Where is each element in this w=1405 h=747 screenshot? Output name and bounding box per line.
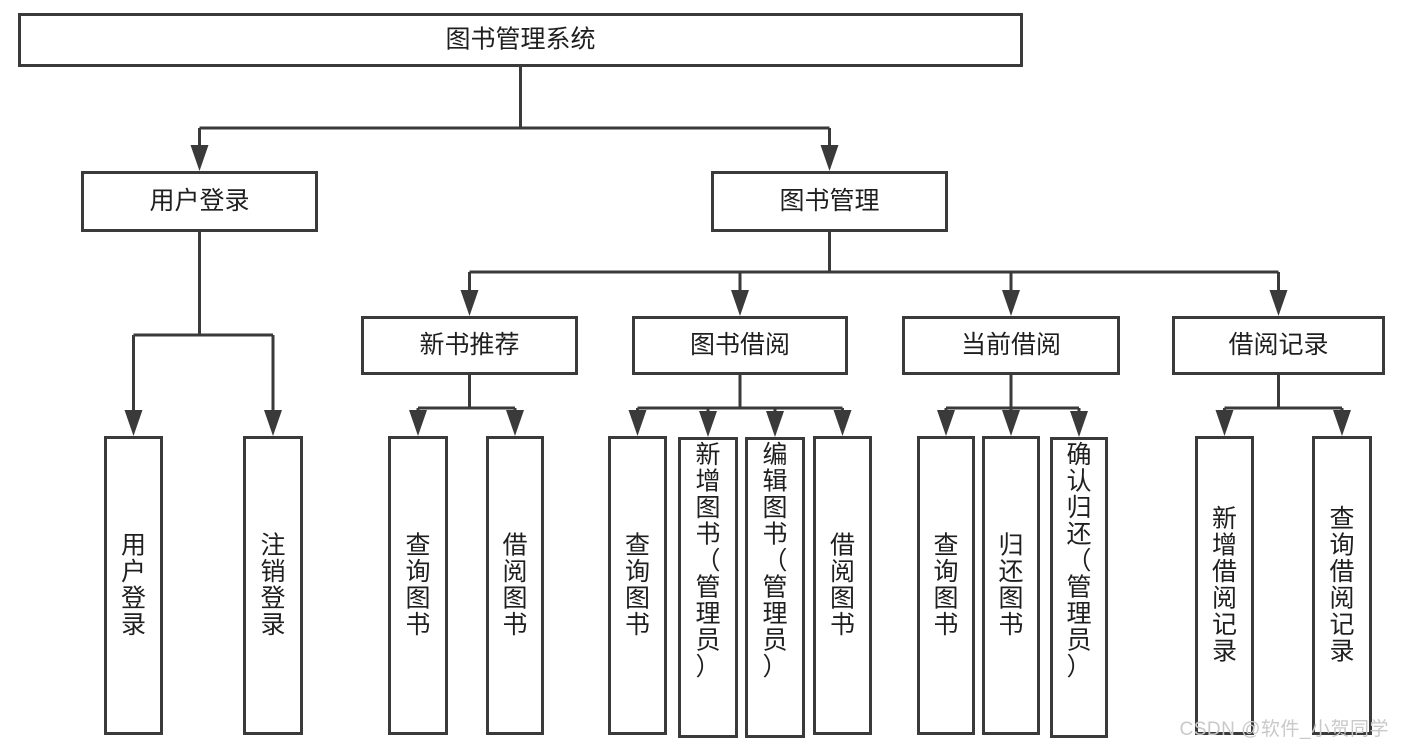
node-box xyxy=(678,437,738,738)
node-label: 编辑图书（管理员） xyxy=(762,441,787,681)
arrow-head-icon xyxy=(264,410,282,436)
node-leaf-br-query[interactable]: 查询借阅记录 xyxy=(1312,436,1372,735)
arrow-head-icon xyxy=(833,410,852,436)
node-layer: 图书管理系统用户登录图书管理新书推荐图书借阅当前借阅借阅记录用户登录注销登录查询… xyxy=(18,13,1385,738)
arrow-head-icon xyxy=(1333,410,1351,436)
node-user-login[interactable]: 用户登录 xyxy=(81,171,318,232)
arrow-head-icon xyxy=(124,410,143,436)
node-label: 图书管理 xyxy=(779,187,879,215)
node-book-manage[interactable]: 图书管理 xyxy=(711,171,948,232)
node-label: 新增图书（管理员） xyxy=(695,441,720,681)
node-box xyxy=(1172,316,1385,375)
node-box xyxy=(81,171,318,232)
node-box xyxy=(1312,436,1372,735)
node-label: 注销登录 xyxy=(260,532,285,640)
node-root[interactable]: 图书管理系统 xyxy=(18,13,1023,67)
node-label: 确认归还（管理员） xyxy=(1066,441,1091,681)
node-box xyxy=(902,316,1120,375)
node-cur-borrow[interactable]: 当前借阅 xyxy=(902,316,1120,375)
arrow-head-icon xyxy=(699,411,717,437)
node-leaf-cb-return[interactable]: 归还图书 xyxy=(982,436,1040,735)
node-leaf-nb-query[interactable]: 查询图书 xyxy=(388,436,448,735)
node-label: 新增借阅记录 xyxy=(1212,505,1237,666)
arrow-head-icon xyxy=(937,410,955,436)
arrow-head-icon xyxy=(766,411,784,437)
node-leaf-user-login[interactable]: 用户登录 xyxy=(104,436,163,735)
node-label: 查询借阅记录 xyxy=(1329,505,1354,666)
connector-new-book xyxy=(409,375,524,436)
node-label: 图书借阅 xyxy=(690,331,790,359)
node-box xyxy=(982,436,1040,735)
node-label: 查询图书 xyxy=(625,532,650,640)
node-label: 查询图书 xyxy=(933,532,958,640)
arrow-head-icon xyxy=(1002,410,1020,436)
node-label: 借阅图书 xyxy=(830,532,855,640)
node-box xyxy=(608,436,667,735)
arrow-head-icon xyxy=(409,410,427,436)
arrow-head-icon xyxy=(628,410,647,436)
node-box xyxy=(1195,436,1254,735)
node-leaf-bb-borrow[interactable]: 借阅图书 xyxy=(813,436,872,735)
watermark-label: CSDN @软件_小贺同学 xyxy=(1179,719,1389,740)
node-new-book[interactable]: 新书推荐 xyxy=(361,316,578,375)
node-box xyxy=(917,436,975,735)
connector-book-borrow xyxy=(628,375,852,437)
node-label: 当前借阅 xyxy=(961,331,1061,359)
node-leaf-bb-add[interactable]: 新增图书（管理员） xyxy=(678,437,738,738)
node-label: 用户登录 xyxy=(121,532,146,640)
node-label: 新书推荐 xyxy=(419,331,519,359)
arrow-head-icon xyxy=(190,145,209,171)
node-label: 归还图书 xyxy=(998,532,1023,640)
connector-borrow-rec xyxy=(1215,375,1351,436)
node-box xyxy=(632,316,848,375)
node-borrow-rec[interactable]: 借阅记录 xyxy=(1172,316,1385,375)
node-leaf-cb-confirm[interactable]: 确认归还（管理员） xyxy=(1050,437,1108,738)
arrow-head-icon xyxy=(820,145,839,171)
arrow-head-icon xyxy=(1070,411,1088,437)
node-leaf-br-add[interactable]: 新增借阅记录 xyxy=(1195,436,1254,735)
node-leaf-bb-query[interactable]: 查询图书 xyxy=(608,436,667,735)
node-label: 借阅记录 xyxy=(1228,331,1328,359)
node-label: 借阅图书 xyxy=(502,532,527,640)
node-box xyxy=(745,437,805,738)
node-box xyxy=(1050,437,1108,738)
node-box xyxy=(388,436,448,735)
node-box xyxy=(243,436,303,735)
node-label: 用户登录 xyxy=(149,187,249,215)
node-leaf-nb-borrow[interactable]: 借阅图书 xyxy=(486,436,544,735)
arrow-head-icon xyxy=(1269,290,1288,316)
node-leaf-cb-query[interactable]: 查询图书 xyxy=(917,436,975,735)
arrow-head-icon xyxy=(731,290,749,316)
arrow-head-icon xyxy=(1215,410,1234,436)
connector-cur-borrow xyxy=(937,375,1088,437)
node-leaf-user-logout[interactable]: 注销登录 xyxy=(243,436,303,735)
connector-user-login xyxy=(124,232,282,436)
node-box xyxy=(104,436,163,735)
node-book-borrow[interactable]: 图书借阅 xyxy=(632,316,848,375)
node-box xyxy=(711,171,948,232)
node-box xyxy=(813,436,872,735)
node-label: 查询图书 xyxy=(405,532,430,640)
node-label: 图书管理系统 xyxy=(445,26,595,54)
connector-root xyxy=(190,67,839,171)
arrow-head-icon xyxy=(1002,290,1020,316)
node-box xyxy=(486,436,544,735)
arrow-head-icon xyxy=(506,410,524,436)
connector-book-manage xyxy=(460,232,1288,316)
connector-layer xyxy=(124,67,1351,437)
node-box xyxy=(361,316,578,375)
arrow-head-icon xyxy=(460,290,479,316)
node-box xyxy=(18,13,1023,67)
node-leaf-bb-edit[interactable]: 编辑图书（管理员） xyxy=(745,437,805,738)
